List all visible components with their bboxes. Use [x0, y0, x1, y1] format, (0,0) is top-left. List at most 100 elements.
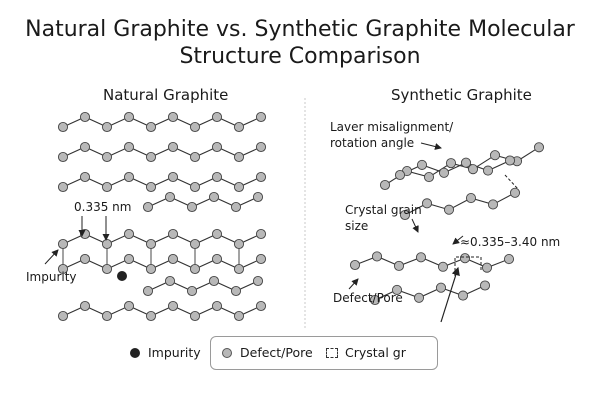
- carbon-atom: [123, 141, 135, 153]
- carbon-atom: [399, 209, 411, 221]
- synthetic-spacing-label: ≈0.335–3.40 nm: [460, 235, 560, 249]
- carbon-atom: [533, 142, 545, 153]
- carbon-atom: [211, 111, 223, 123]
- grain-label-line2: size: [345, 219, 368, 233]
- carbon-atom: [465, 193, 477, 204]
- carbon-atom: [437, 261, 449, 272]
- carbon-atom: [211, 300, 223, 312]
- legend-impurity-label: Impurity: [148, 345, 201, 360]
- interlayer-spacing-label: 0.335 nm: [74, 200, 131, 214]
- crystal-grain-box: [454, 256, 482, 276]
- misalignment-label-line1: Laver misalignment/: [330, 120, 454, 134]
- legend-defect: Defect/Pore: [222, 345, 313, 360]
- carbon-atom: [186, 201, 198, 213]
- carbon-atom: [255, 228, 267, 240]
- carbon-atom: [57, 263, 69, 275]
- bond-line: [62, 176, 262, 188]
- carbon-atom: [57, 238, 69, 250]
- carbon-atom: [145, 238, 157, 250]
- carbon-atom: [101, 238, 113, 250]
- carbon-atom: [189, 181, 201, 193]
- carbon-atom: [233, 263, 245, 275]
- carbon-atom: [252, 191, 264, 203]
- misalignment-arrow-icon: [420, 142, 442, 150]
- carbon-atom: [233, 121, 245, 133]
- synthetic-graphite-layers: [349, 142, 545, 306]
- carbon-atom: [164, 275, 176, 287]
- carbon-atom: [489, 150, 501, 161]
- carbon-atom: [123, 300, 135, 312]
- bond-line: [62, 116, 262, 128]
- legend-grain: Crystal gr: [326, 345, 406, 360]
- page-title: Natural Graphite vs. Synthetic Graphite …: [0, 16, 600, 70]
- carbon-atom: [211, 228, 223, 240]
- carbon-atom: [167, 228, 179, 240]
- carbon-atom: [57, 151, 69, 163]
- carbon-atom: [252, 275, 264, 287]
- bond-line: [62, 305, 262, 317]
- carbon-atom: [445, 158, 457, 169]
- carbon-atom: [145, 263, 157, 275]
- defect-label: Defect/Pore: [333, 291, 403, 305]
- carbon-atom: [391, 284, 403, 295]
- legend-impurity: Impurity: [130, 345, 201, 360]
- carbon-atom: [189, 238, 201, 250]
- legend-grain-label: Crystal gr: [345, 345, 406, 360]
- carbon-atom: [487, 199, 499, 210]
- carbon-atom: [189, 310, 201, 322]
- dashed-box-icon: [326, 347, 338, 358]
- bond-line: [147, 280, 259, 292]
- carbon-atom: [230, 201, 242, 213]
- legend: Impurity Defect/Pore Crystal gr: [118, 336, 438, 370]
- carbon-atom: [79, 300, 91, 312]
- carbon-atom: [167, 171, 179, 183]
- carbon-atom: [123, 228, 135, 240]
- carbon-atom: [481, 262, 493, 273]
- carbon-atom: [435, 282, 447, 293]
- carbon-atom: [233, 151, 245, 163]
- rotation-dashed-line: [504, 174, 519, 190]
- carbon-atom: [79, 253, 91, 265]
- impurity-dot-icon: [130, 347, 140, 358]
- bond-line: [62, 146, 262, 158]
- bond-line: [62, 233, 262, 245]
- carbon-atom: [145, 151, 157, 163]
- carbon-atom: [57, 121, 69, 133]
- carbon-atom: [423, 172, 435, 183]
- carbon-atom: [369, 294, 381, 306]
- carbon-atom: [421, 198, 433, 209]
- carbon-atom: [123, 253, 135, 265]
- carbon-atom: [145, 310, 157, 322]
- title-line-1: Natural Graphite vs. Synthetic Graphite …: [25, 17, 575, 42]
- carbon-atom: [167, 253, 179, 265]
- carbon-atom: [394, 169, 406, 181]
- title-line-2: Structure Comparison: [179, 44, 421, 69]
- carbon-atom: [509, 187, 521, 198]
- carbon-atom: [255, 253, 267, 265]
- legend-defect-label: Defect/Pore: [240, 345, 313, 360]
- defect-pointer-icon: [348, 278, 359, 290]
- bond-line: [62, 258, 262, 270]
- carbon-atom: [413, 292, 425, 303]
- carbon-atom: [79, 171, 91, 183]
- defect-arrow-icon: [440, 266, 460, 323]
- carbon-atom: [233, 310, 245, 322]
- grain-arrow-icon: [411, 218, 419, 233]
- carbon-atom: [443, 204, 455, 215]
- carbon-atom: [371, 251, 383, 262]
- carbon-atom: [211, 171, 223, 183]
- synthetic-graphite-title: Synthetic Graphite: [391, 86, 532, 104]
- carbon-atom: [482, 165, 494, 176]
- impurity-arrow-icon: [44, 249, 59, 265]
- spacing-arrow-icon: [452, 235, 464, 245]
- carbon-atom: [233, 238, 245, 250]
- carbon-atom: [189, 151, 201, 163]
- carbon-atom: [255, 111, 267, 123]
- carbon-atom: [479, 280, 491, 291]
- carbon-atom: [211, 253, 223, 265]
- carbon-atom: [460, 157, 472, 168]
- impurity-label: Impurity: [26, 270, 77, 284]
- carbon-atom: [230, 285, 242, 297]
- carbon-atom: [208, 275, 220, 287]
